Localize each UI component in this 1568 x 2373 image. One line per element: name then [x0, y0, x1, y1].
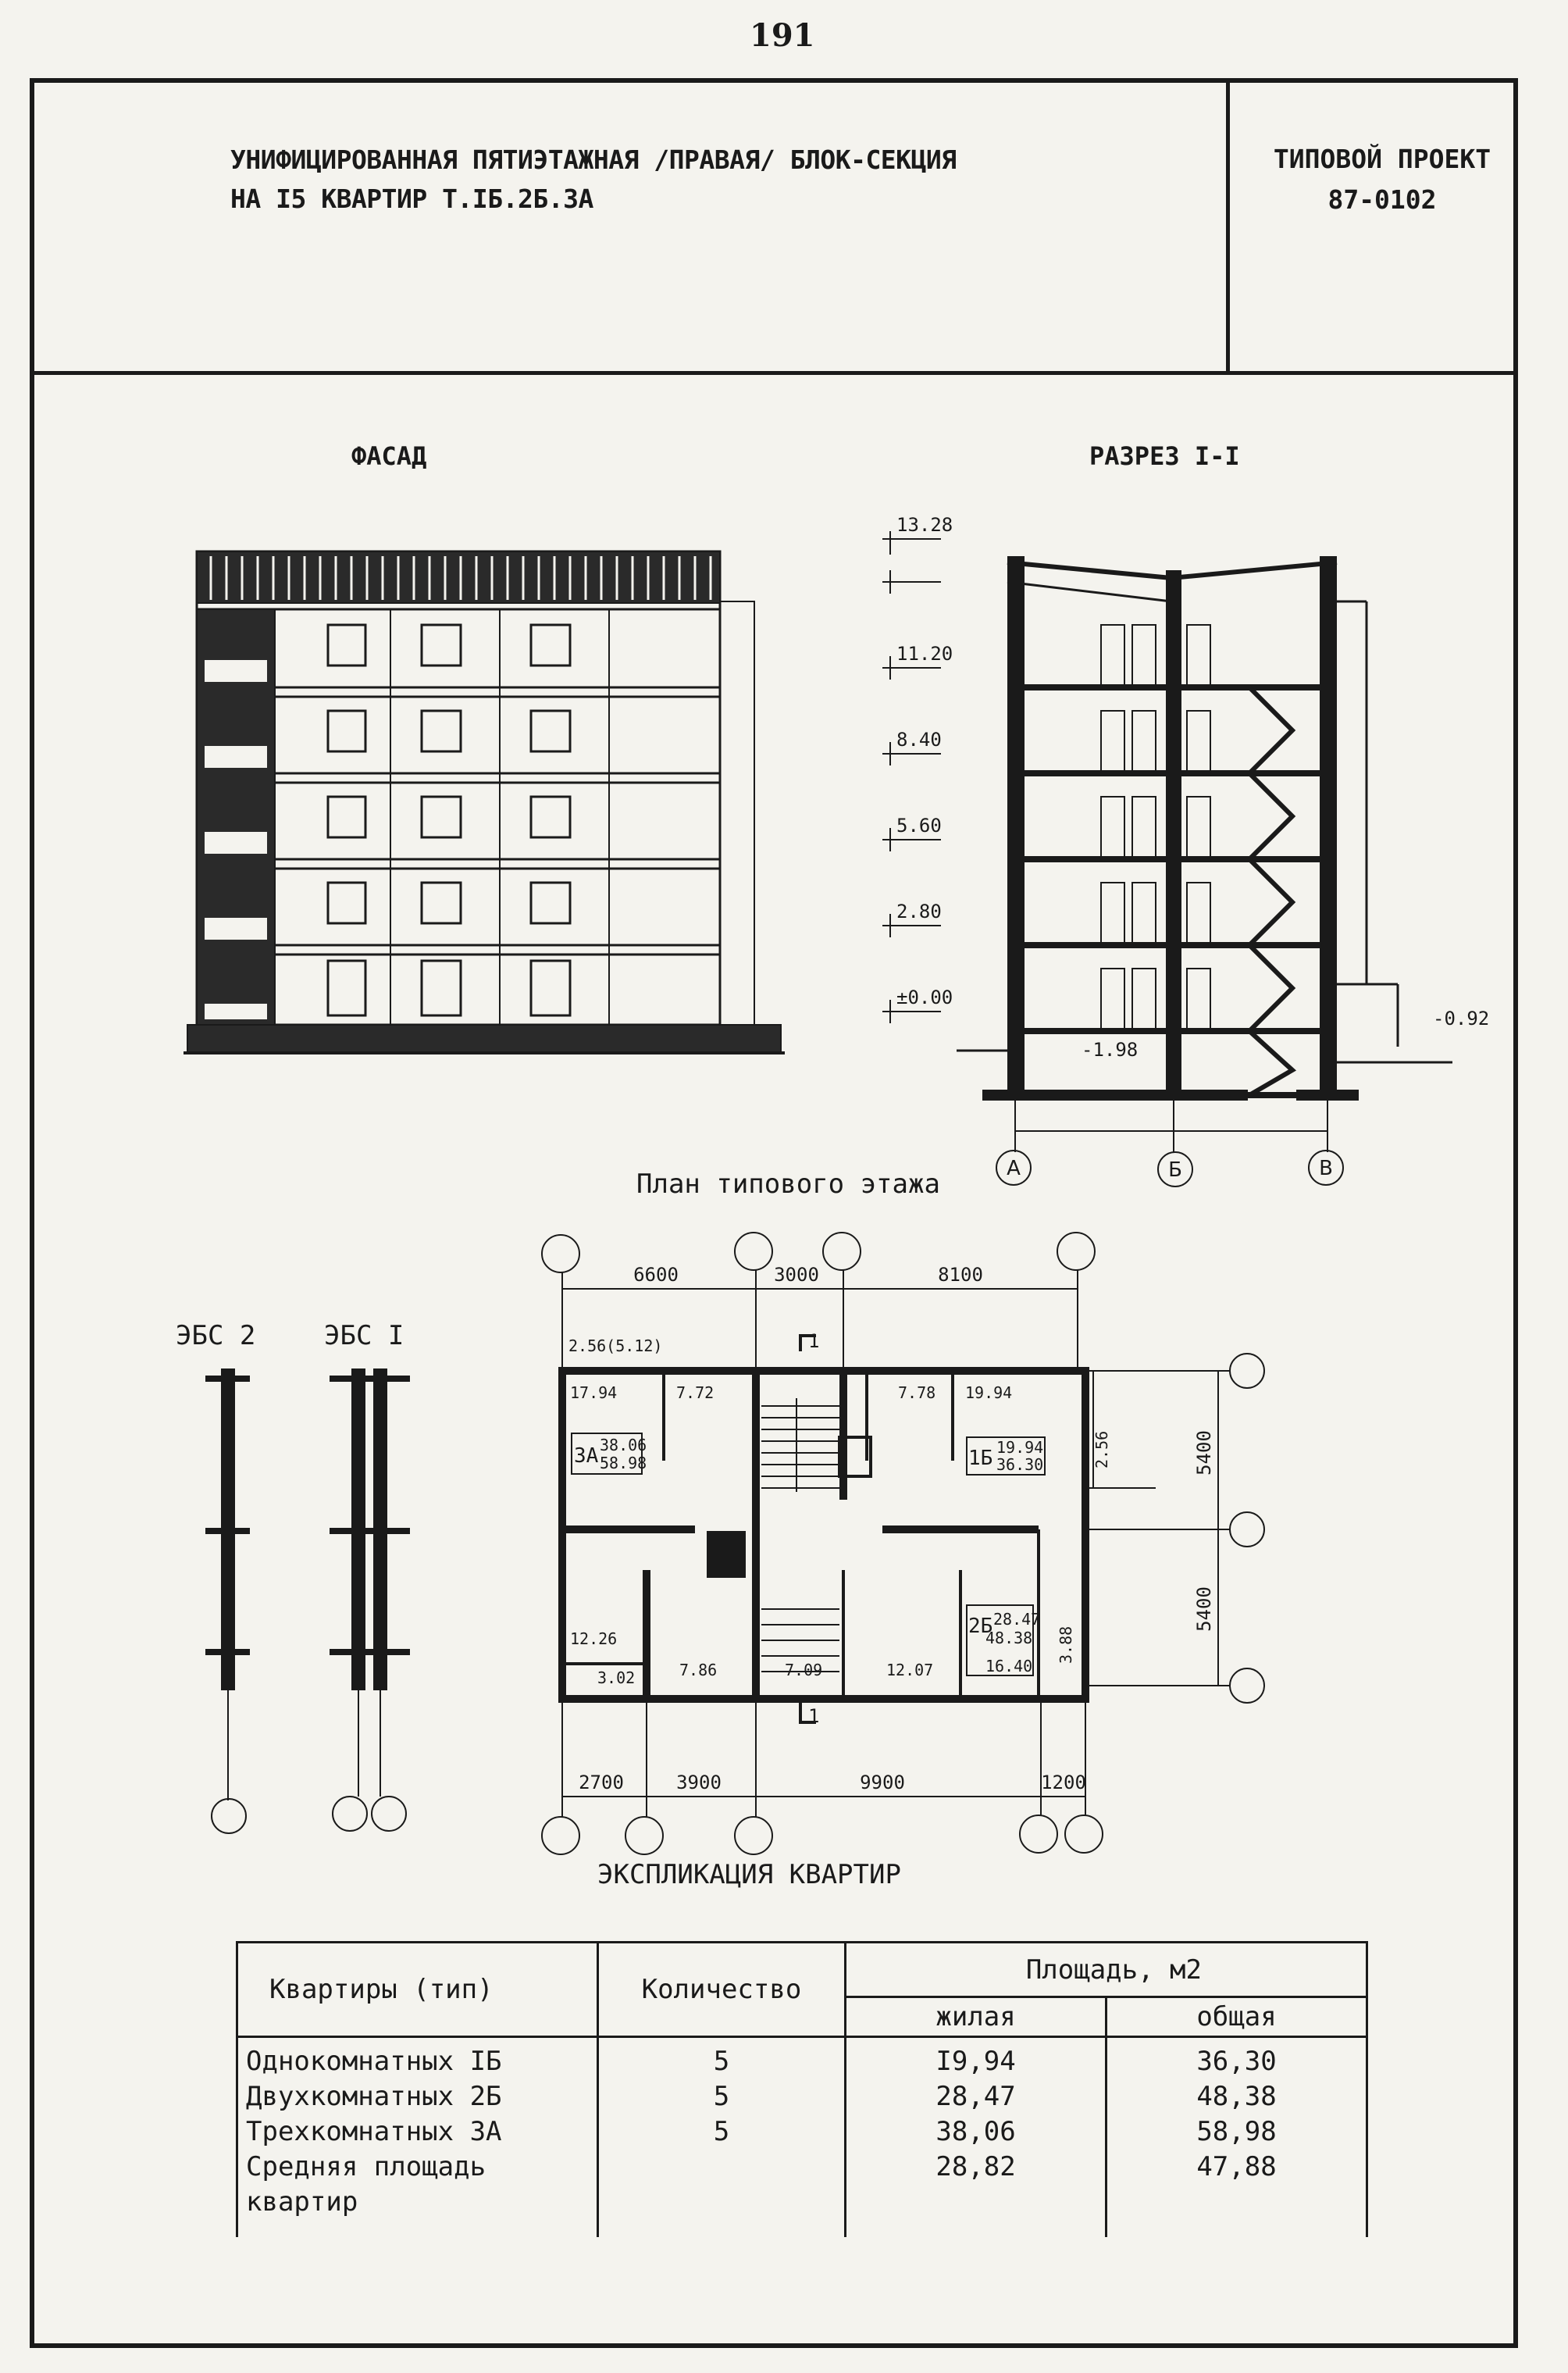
project-line-2: 87-0102: [1327, 184, 1437, 215]
section-label: РАЗРЕЗ I-I: [1089, 441, 1240, 471]
col-count: 5 5 5: [596, 2036, 847, 2237]
apt-3a-live: 38.06: [600, 1436, 647, 1454]
area-709: 7.09: [785, 1661, 822, 1679]
title-block: [30, 78, 1518, 375]
plan-area-labels: 2.56(5.12) 17.94 7.72 7.78 19.94 3А 38.0…: [568, 1330, 1111, 1727]
apt-3a-total: 58.98: [600, 1454, 647, 1472]
project-code: ТИПОВОЙ ПРОЕКТ 87-0102: [1249, 139, 1515, 220]
dim-bottom-2700: 2700: [579, 1772, 624, 1793]
page-number: 191: [750, 17, 815, 54]
area-786: 7.86: [679, 1661, 717, 1679]
row-4-living: 28,82: [935, 2151, 1016, 2182]
area-1994: 19.94: [965, 1383, 1012, 1402]
title-divider: [1226, 78, 1230, 375]
ebs-drawing: [205, 1368, 410, 1834]
row-2-total: 48,38: [1196, 2081, 1277, 2112]
apt-2b-total: 48.38: [985, 1629, 1032, 1647]
th-total: общая: [1105, 1996, 1368, 2038]
explication-label: ЭКСПЛИКАЦИЯ КВАРТИР: [597, 1859, 901, 1890]
row-2-type: Двухкомнатных 2Б: [246, 2081, 502, 2112]
elev-000: ±0.00: [896, 987, 953, 1008]
apt-1b-type: 1Б: [968, 1447, 992, 1470]
dim-bottom-1200: 1200: [1041, 1772, 1086, 1793]
area-balcony: 2.56(5.12): [568, 1336, 662, 1355]
th-area: Площадь, м2: [844, 1941, 1368, 1998]
elev-560: 5.60: [896, 815, 942, 837]
area-side-256: 2.56: [1092, 1431, 1111, 1468]
area-302: 3.02: [597, 1668, 635, 1687]
th-living: жилая: [844, 1996, 1108, 2038]
floor-plan: [541, 1232, 1265, 1855]
row-3-living: 38,06: [935, 2116, 1016, 2147]
area-side-388: 3.88: [1057, 1626, 1075, 1664]
dim-right-5400-b: 5400: [1193, 1586, 1215, 1632]
row-3-count: 5: [713, 2116, 730, 2147]
row-3-type: Трехкомнатных 3А: [246, 2116, 502, 2147]
ebs2-label: ЭБС 2: [176, 1320, 256, 1351]
apt-2b-live: 28.47: [993, 1610, 1040, 1629]
row-2-living: 28,47: [935, 2081, 1016, 2112]
row-3-total: 58,98: [1196, 2116, 1277, 2147]
row-2-count: 5: [713, 2081, 730, 2112]
dim-top-6600: 6600: [633, 1264, 679, 1286]
col-living: I9,94 28,47 38,06 28,82: [844, 2036, 1108, 2237]
axis-v: В: [1319, 1157, 1333, 1180]
apt-1b-total: 36.30: [996, 1455, 1043, 1474]
explication-table: Квартиры (тип) Количество Площадь, м2 жи…: [236, 1941, 1368, 2237]
dim-bottom-9900: 9900: [860, 1772, 905, 1793]
th-count: Количество: [596, 1941, 847, 2038]
elev-1328: 13.28: [896, 514, 953, 536]
facade-label: ФАСАД: [351, 441, 427, 471]
section-elevations: 13.28 11.20 8.40 5.60 2.80 ±0.00 -1.98 -…: [896, 514, 1489, 1061]
dim-top-3000: 3000: [774, 1264, 819, 1286]
elev-280: 2.80: [896, 901, 942, 922]
apt-3a-type: 3А: [574, 1444, 599, 1468]
apt-2b-extra: 16.40: [985, 1657, 1032, 1675]
row-1-living: I9,94: [935, 2046, 1016, 2077]
project-line-1: ТИПОВОЙ ПРОЕКТ: [1273, 144, 1491, 174]
elev-198: -1.98: [1082, 1039, 1138, 1061]
row-4-total: 47,88: [1196, 2151, 1277, 2182]
row-4-type: Средняя площадь квартир: [246, 2151, 486, 2218]
section-axis-labels: А Б В: [1007, 1157, 1333, 1182]
axis-b: Б: [1168, 1158, 1182, 1182]
row-1-total: 36,30: [1196, 2046, 1277, 2077]
row-1-count: 5: [713, 2046, 730, 2077]
area-1794: 17.94: [570, 1383, 617, 1402]
dim-right-5400-a: 5400: [1193, 1430, 1215, 1476]
area-772: 7.72: [676, 1383, 714, 1402]
drawing-title: УНИФИЦИРОВАННАЯ ПЯТИЭТАЖНАЯ /ПРАВАЯ/ БЛО…: [230, 141, 957, 219]
elev-1120: 11.20: [896, 643, 953, 665]
col-type: Однокомнатных IБ Двухкомнатных 2Б Трехко…: [236, 2036, 599, 2237]
axis-a: А: [1007, 1157, 1021, 1180]
title-line-1: УНИФИЦИРОВАННАЯ ПЯТИЭТАЖНАЯ /ПРАВАЯ/ БЛО…: [230, 145, 957, 175]
dim-bottom-3900: 3900: [676, 1772, 722, 1793]
elev-840: 8.40: [896, 729, 942, 751]
dim-top-8100: 8100: [938, 1264, 983, 1286]
th-type: Квартиры (тип): [236, 1941, 599, 2038]
plan-dimensions: 6600 3000 8100 2700 3900 9900 1200 5400 …: [579, 1264, 1215, 1793]
elev-092: -0.92: [1433, 1008, 1489, 1029]
title-line-2: НА I5 КВАРТИР Т.IБ.2Б.3А: [230, 184, 593, 214]
plan-label: План типового этажа: [636, 1169, 940, 1200]
drawing-frame: [30, 78, 1518, 2348]
apt-2b-type: 2Б: [968, 1615, 992, 1638]
col-total: 36,30 48,38 58,98 47,88: [1105, 2036, 1368, 2237]
area-778: 7.78: [898, 1383, 935, 1402]
section-drawing: [882, 531, 1452, 1187]
ebs1-label: ЭБС I: [324, 1320, 404, 1351]
area-1207: 12.07: [886, 1661, 933, 1679]
row-4-count: [607, 2150, 836, 2185]
table-body: Однокомнатных IБ Двухкомнатных 2Б Трехко…: [236, 2036, 1368, 2237]
cut-mark-top: 1: [808, 1330, 819, 1352]
facade-drawing: [184, 550, 785, 1054]
row-1-type: Однокомнатных IБ: [246, 2046, 502, 2077]
apt-1b-live: 19.94: [996, 1438, 1043, 1457]
cut-mark-bottom: 1: [808, 1705, 819, 1727]
area-1226: 12.26: [570, 1629, 617, 1648]
